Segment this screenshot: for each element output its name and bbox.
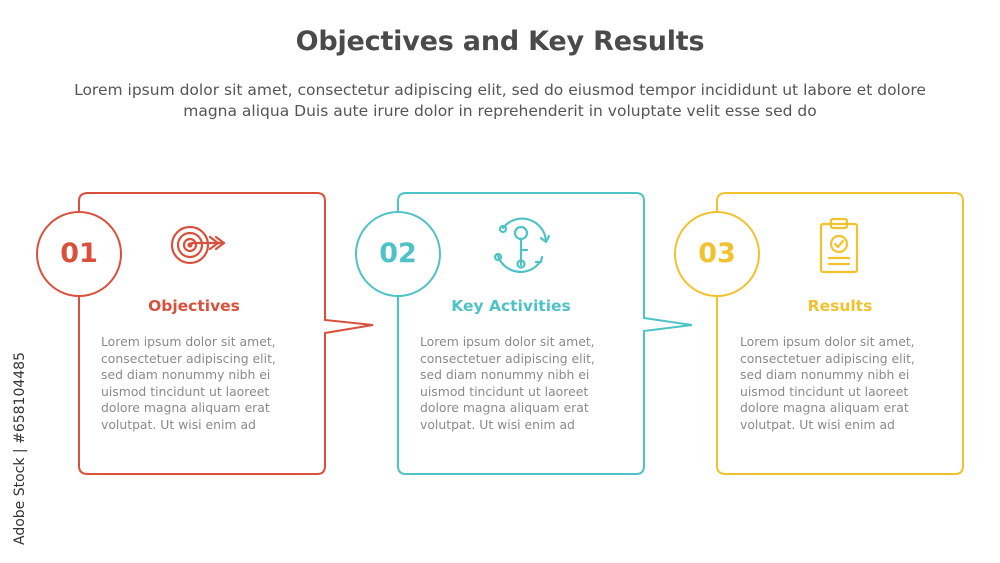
step-3-body: Lorem ipsum dolor sit amet, consectetuer… — [740, 334, 915, 432]
page-subtitle: Lorem ipsum dolor sit amet, consectetur … — [74, 81, 926, 120]
page-title: Objectives and Key Results — [295, 26, 705, 57]
step-1-number-circle — [36, 211, 122, 297]
step-2-number-circle — [355, 211, 441, 297]
step-3-box — [716, 192, 964, 475]
step-2-title: Key Activities — [451, 297, 571, 315]
clipboard-check-icon — [819, 217, 859, 274]
step-3-title: Results — [807, 297, 873, 315]
step-3-number-circle — [674, 211, 760, 297]
key-cycle-icon — [493, 217, 551, 273]
step-2-number: 02 — [379, 238, 417, 269]
step-2-box — [397, 192, 693, 475]
step-1-number: 01 — [60, 238, 98, 269]
step-1-body: Lorem ipsum dolor sit amet, consectetuer… — [101, 334, 276, 432]
step-2-body: Lorem ipsum dolor sit amet, consectetuer… — [420, 334, 595, 432]
step-1-box — [78, 192, 374, 475]
target-icon — [170, 225, 226, 265]
step-1-title: Objectives — [148, 297, 240, 315]
stock-credit: Adobe Stock | #658104485 — [12, 352, 28, 545]
step-3-number: 03 — [698, 238, 736, 269]
